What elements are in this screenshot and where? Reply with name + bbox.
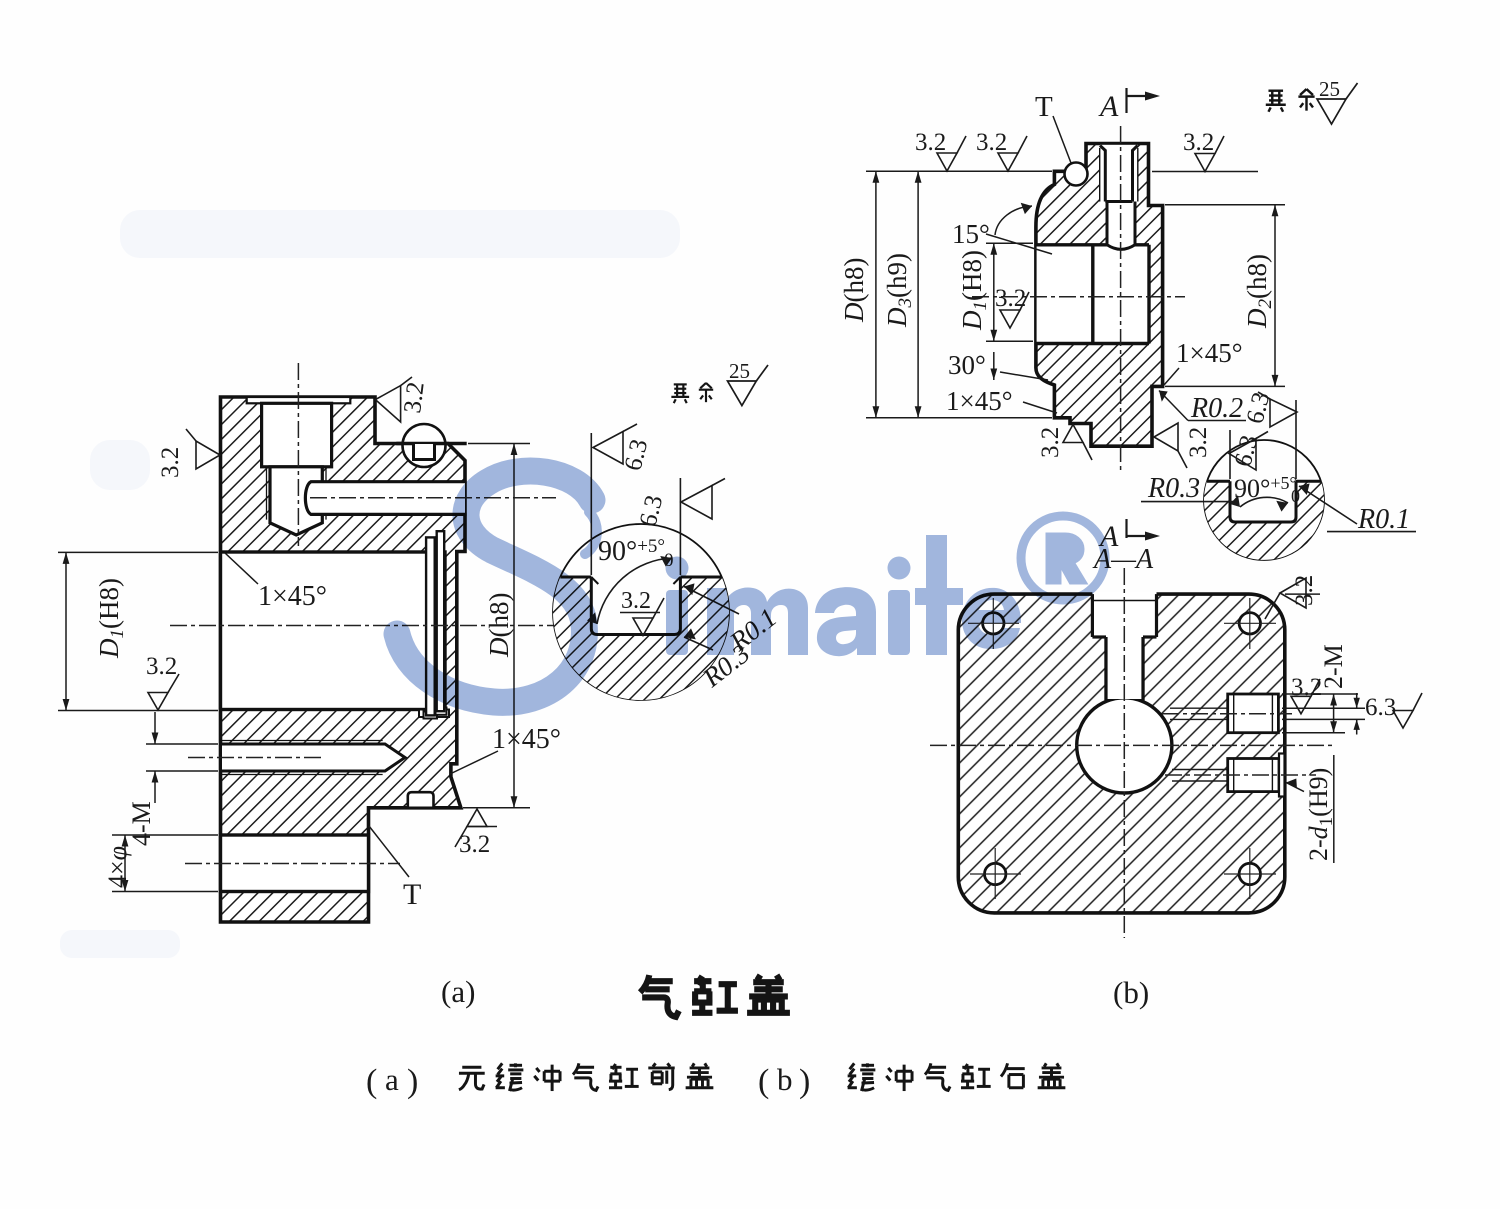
svg-text:(a): (a) (441, 974, 475, 1009)
svg-text:90°+5°: 90°+5° (1234, 473, 1297, 503)
svg-text:3.2: 3.2 (459, 831, 490, 858)
svg-text:2-d1(H9): 2-d1(H9) (1304, 768, 1337, 861)
svg-text:4-M: 4-M (127, 801, 156, 846)
svg-text:1×45°: 1×45° (1176, 338, 1243, 368)
svg-text:3.2: 3.2 (1183, 129, 1214, 156)
svg-text:3.2: 3.2 (1291, 674, 1322, 701)
svg-text:D1(H8): D1(H8) (94, 578, 128, 659)
svg-text:D3(h9): D3(h9) (882, 253, 916, 328)
svg-text:30°: 30° (948, 350, 986, 380)
svg-text:3.2: 3.2 (399, 380, 430, 414)
svg-text:3.2: 3.2 (1037, 427, 1064, 458)
svg-text:(: ( (758, 1063, 769, 1100)
svg-text:3.2: 3.2 (157, 447, 184, 478)
svg-text:D(h8): D(h8) (484, 593, 514, 658)
svg-text:0: 0 (1291, 486, 1300, 506)
svg-text:3.2: 3.2 (976, 129, 1007, 156)
svg-text:R0.2: R0.2 (1190, 393, 1243, 424)
svg-text:4×φ: 4×φ (103, 846, 132, 888)
svg-text:b: b (777, 1062, 793, 1097)
svg-text:R0.1: R0.1 (1357, 504, 1410, 535)
svg-text:3.2: 3.2 (621, 588, 651, 614)
svg-text:R0.3: R0.3 (1147, 473, 1200, 504)
svg-text:): ) (407, 1063, 418, 1100)
svg-text:25: 25 (1319, 77, 1340, 101)
svg-text:1×45°: 1×45° (492, 724, 561, 755)
svg-text:1×45°: 1×45° (946, 386, 1013, 416)
svg-text:(: ( (366, 1063, 377, 1100)
svg-text:A: A (1098, 90, 1119, 123)
svg-text:3.2: 3.2 (1291, 575, 1318, 606)
svg-text:1×45°: 1×45° (258, 581, 327, 612)
svg-text:3.2: 3.2 (915, 129, 946, 156)
svg-text:D(h8): D(h8) (839, 258, 869, 323)
svg-text:a: a (385, 1062, 399, 1097)
svg-text:6.3: 6.3 (1365, 694, 1396, 721)
svg-text:3.2: 3.2 (1185, 427, 1212, 458)
svg-text:D2(h8): D2(h8) (1242, 254, 1276, 329)
svg-text:): ) (799, 1063, 810, 1100)
svg-text:3.2: 3.2 (995, 285, 1026, 312)
svg-text:15°: 15° (952, 219, 990, 249)
svg-text:T: T (1035, 91, 1053, 123)
svg-text:2-M: 2-M (1319, 644, 1348, 689)
svg-text:25: 25 (729, 359, 750, 383)
svg-text:3.2: 3.2 (146, 653, 177, 680)
svg-text:(b): (b) (1113, 975, 1149, 1010)
svg-text:D1(H8): D1(H8) (957, 250, 991, 331)
svg-text:T: T (403, 878, 421, 911)
